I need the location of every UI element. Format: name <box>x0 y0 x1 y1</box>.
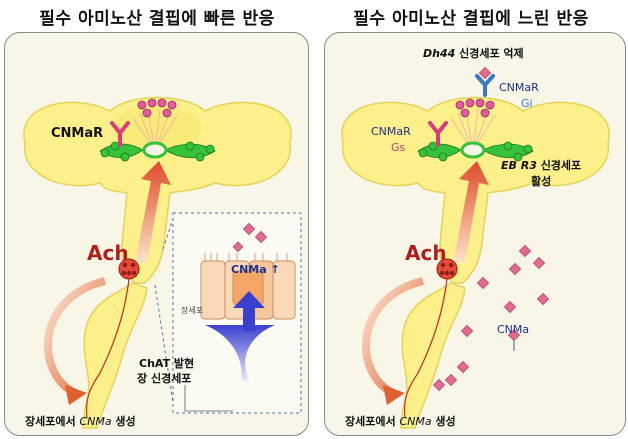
left-panel-title: 필수 아미노산 결핍에 빠른 반응 <box>39 9 275 29</box>
cnmar-gs-receptor <box>428 121 448 147</box>
nerve-fiber <box>403 278 448 419</box>
right-bottom-label: 장세포에서 CNMa 생성 <box>345 415 456 428</box>
cnmar-label: CNMaR <box>51 126 104 141</box>
left-panel: CNMaR Ach CNMa ↑ 장세포 ChAT 발현 장 신경세포 장세포에… <box>4 32 309 436</box>
ach-synapse <box>436 258 458 280</box>
activation-label: 활성 <box>531 175 552 188</box>
nerve-fiber <box>85 278 130 419</box>
left-panel-illustration <box>23 96 302 429</box>
ebr3-label: EB R3 신경세포 <box>501 159 582 172</box>
feedback-arrow <box>361 277 425 397</box>
dh44-label: Dh44 신경세포 억제 <box>423 47 524 60</box>
cnmar-receptor <box>110 121 130 147</box>
feedback-arrow <box>43 277 107 397</box>
blue-signal-arrow <box>205 325 275 381</box>
inset-tissue-label: 장세포 <box>181 306 204 315</box>
signal-arrow-up <box>453 161 489 263</box>
green-neuron <box>99 141 216 162</box>
cnmar-gi-label: CNMaR <box>499 81 539 94</box>
gut-shape <box>400 282 466 429</box>
left-bottom-label: 장세포에서 CNMa 생성 <box>25 415 136 428</box>
cnmar-gi-receptor <box>475 74 495 97</box>
signal-arrow-up <box>135 161 171 263</box>
peptide-particles <box>432 244 550 392</box>
peptide-particles-inset <box>232 222 268 253</box>
right-panel-title: 필수 아미노산 결핍에 느린 반응 <box>353 9 589 29</box>
pink-neuron-cluster <box>455 98 495 118</box>
gs-label: Gs <box>391 141 406 154</box>
chat-label-line1: ChAT 발현 <box>139 357 195 370</box>
right-panel: Dh44 신경세포 억제 CNMaR Gi CNMaR Gs EB R3 신경세… <box>324 32 626 436</box>
right-panel-illustration <box>341 66 610 429</box>
ach-label: Ach <box>405 241 447 265</box>
gi-label: Gi <box>521 97 533 110</box>
ach-synapse <box>118 258 140 280</box>
increase-arrow-icon: ↑ <box>270 263 280 276</box>
cnmar-gs-label: CNMaR <box>371 125 411 138</box>
chat-label-line2: 장 신경세포 <box>137 372 192 385</box>
pink-neuron-cluster <box>137 98 177 118</box>
bound-peptide <box>478 66 492 80</box>
ach-label: Ach <box>87 241 129 265</box>
inset-cnma-label: CNMa ↑ <box>231 263 280 276</box>
gut-shape <box>82 282 148 429</box>
green-neuron <box>417 141 534 162</box>
cnma-label: CNMa <box>497 323 530 336</box>
